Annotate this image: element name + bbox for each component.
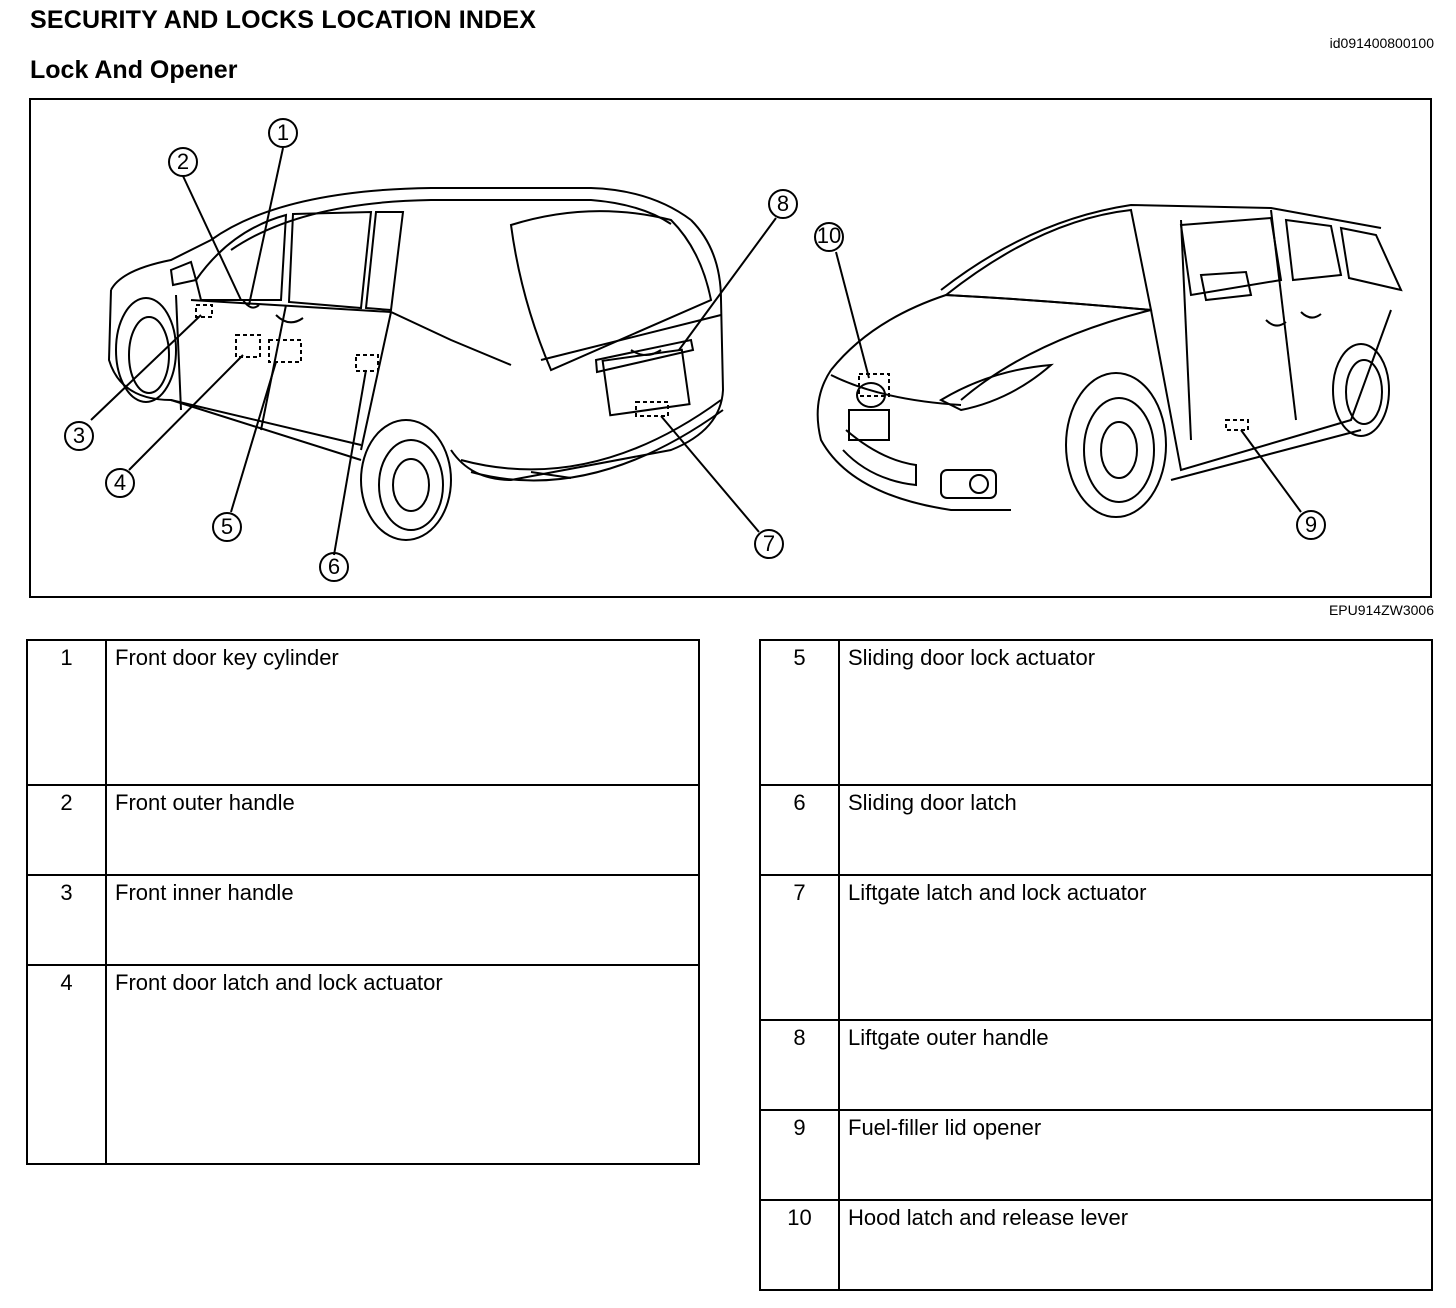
table-row: 2 Front outer handle [26,784,700,876]
index-table-right: 5 Sliding door lock actuator 6 Sliding d… [759,639,1433,1291]
callout-circles [64,118,1326,582]
callout-3: 3 [73,423,85,448]
callout-4: 4 [114,470,126,495]
item-label: Front door key cylinder [105,639,700,786]
item-number: 6 [759,784,840,876]
item-label: Liftgate latch and lock actuator [838,874,1433,1021]
page-title: SECURITY AND LOCKS LOCATION INDEX [30,6,537,34]
vehicle-illustration: 1 2 3 4 5 6 7 8 9 10 [29,98,1432,598]
callout-8: 8 [777,191,789,216]
item-label: Liftgate outer handle [838,1019,1433,1111]
item-label: Front outer handle [105,784,700,876]
item-label: Fuel-filler lid opener [838,1109,1433,1201]
item-number: 5 [759,639,840,786]
item-label: Front door latch and lock actuator [105,964,700,1165]
item-number: 3 [26,874,107,966]
section-subtitle: Lock And Opener [30,56,238,84]
vehicle-drawing: 1 2 3 4 5 6 7 8 9 10 [64,118,1403,582]
table-row: 9 Fuel-filler lid opener [759,1109,1433,1201]
item-label: Front inner handle [105,874,700,966]
callout-7: 7 [763,531,775,556]
figure-code: EPU914ZW3006 [1328,602,1434,618]
item-number: 2 [26,784,107,876]
callout-1: 1 [277,120,289,145]
item-label: Hood latch and release lever [838,1199,1433,1291]
item-number: 10 [759,1199,840,1291]
rear-view-van [107,187,725,541]
callout-5: 5 [221,514,233,539]
callout-2: 2 [177,149,189,174]
table-row: 4 Front door latch and lock actuator [26,964,700,1165]
document-id: id091400800100 [1329,35,1434,51]
front-view-van [816,203,1403,518]
table-row: 8 Liftgate outer handle [759,1019,1433,1111]
item-number: 4 [26,964,107,1165]
table-row: 1 Front door key cylinder [26,639,700,786]
item-number: 1 [26,639,107,786]
callout-10: 10 [817,223,841,248]
table-row: 7 Liftgate latch and lock actuator [759,874,1433,1021]
item-label: Sliding door lock actuator [838,639,1433,786]
callout-6: 6 [328,554,340,579]
item-number: 7 [759,874,840,1021]
table-row: 5 Sliding door lock actuator [759,639,1433,786]
item-number: 8 [759,1019,840,1111]
item-label: Sliding door latch [838,784,1433,876]
callout-9: 9 [1305,512,1317,537]
item-number: 9 [759,1109,840,1201]
index-table-left: 1 Front door key cylinder 2 Front outer … [26,639,700,1165]
callout-leaders [90,147,1302,556]
table-row: 6 Sliding door latch [759,784,1433,876]
table-row: 10 Hood latch and release lever [759,1199,1433,1291]
table-row: 3 Front inner handle [26,874,700,966]
